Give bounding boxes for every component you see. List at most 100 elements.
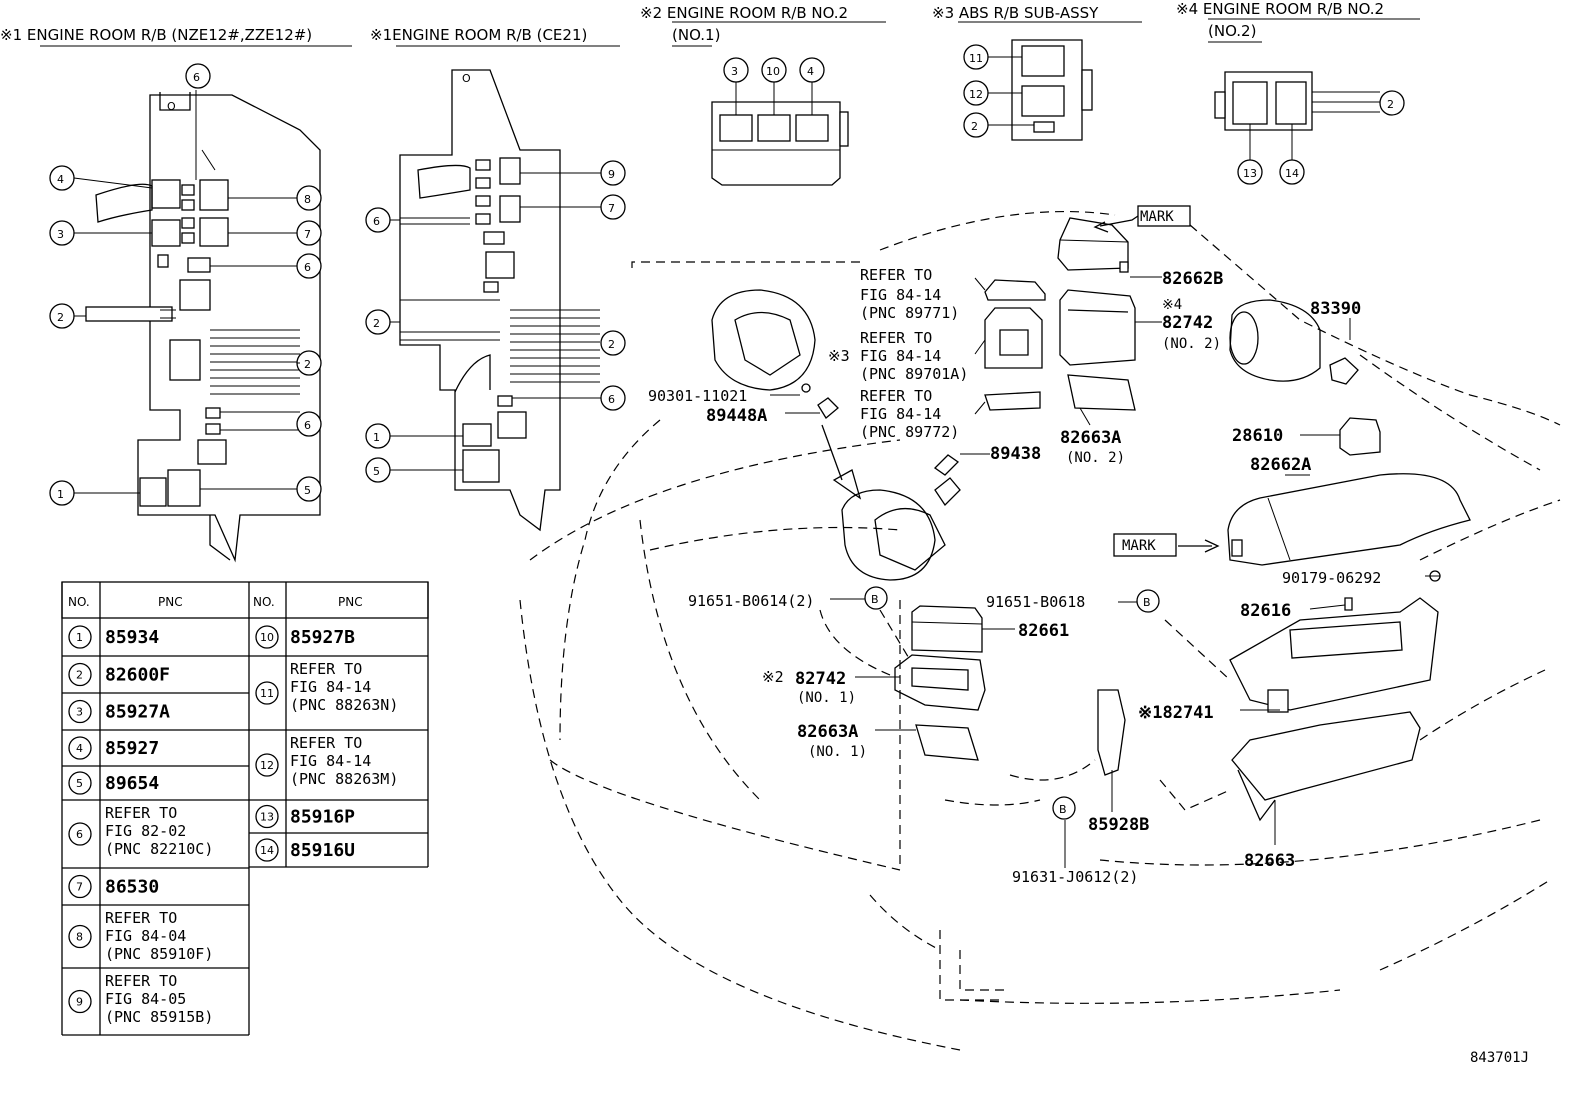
relay-block-ce21: O xyxy=(399,69,600,532)
table-left-pnc-5-1: FIG 82-02 xyxy=(105,822,186,840)
svg-text:2: 2 xyxy=(608,338,615,351)
header-no1: (NO.1) xyxy=(672,26,720,44)
svg-text:3: 3 xyxy=(731,65,738,78)
header-engine-room-rb-nze: ※1 ENGINE ROOM R/B (NZE12#,ZZE12#) xyxy=(0,26,312,44)
svg-text:6: 6 xyxy=(304,261,311,274)
svg-text:O: O xyxy=(462,72,471,85)
table-right-pnc-2-2: (PNC 88263M) xyxy=(290,770,398,788)
header-abs-rb: ※3 ABS R/B SUB-ASSY xyxy=(932,4,1099,22)
table-left-no-2 xyxy=(68,699,92,724)
table-left-no-label-2: 3 xyxy=(76,706,83,719)
label-91631-j0612: 91631-J0612(2) xyxy=(1012,868,1138,886)
relay-block-no2-no2: 2 13 14 xyxy=(1214,71,1405,185)
svg-text:2: 2 xyxy=(373,317,380,330)
label-85928B: 85928B xyxy=(1088,815,1149,835)
svg-text:B: B xyxy=(871,593,879,606)
table-left-pnc-7-2: (PNC 85910F) xyxy=(105,945,213,963)
svg-text:2: 2 xyxy=(1387,98,1394,111)
svg-text:8: 8 xyxy=(304,193,311,206)
svg-text:3: 3 xyxy=(57,228,64,241)
table-right-pnc-2-0: REFER TO xyxy=(290,734,362,752)
svg-text:FIG 84-14: FIG 84-14 xyxy=(860,405,941,423)
svg-text:REFER TO: REFER TO xyxy=(860,387,932,405)
svg-text:B: B xyxy=(1143,596,1151,609)
svg-text:NO.: NO. xyxy=(253,595,275,609)
svg-text:6: 6 xyxy=(373,215,380,228)
svg-text:7: 7 xyxy=(304,228,311,241)
label-91651-b0614: 91651-B0614(2) xyxy=(688,592,814,610)
svg-text:13: 13 xyxy=(1243,167,1257,180)
svg-text:10: 10 xyxy=(766,65,780,78)
label-82663A-no1: 82663A xyxy=(797,722,858,742)
label-82742-no1: 82742 xyxy=(795,669,846,689)
part-labels: MARK 82662B ※4 82742 (NO. 2) 83390 REFER… xyxy=(648,205,1529,1066)
svg-text:(NO. 1): (NO. 1) xyxy=(797,690,856,706)
relay-block-nze: O xyxy=(85,90,321,563)
table-left-pnc-8-1: FIG 84-05 xyxy=(105,990,186,1008)
table-left-no-6 xyxy=(68,874,92,899)
svg-text:FIG 84-14: FIG 84-14 xyxy=(860,286,941,304)
svg-text:1: 1 xyxy=(57,488,64,501)
header-no2: (NO.2) xyxy=(1208,22,1256,40)
svg-text:※3: ※3 xyxy=(828,347,850,365)
relay-block-no2-no1: 3 10 4 xyxy=(711,57,849,186)
label-82616: 82616 xyxy=(1240,601,1291,621)
table-left-pnc-8-0: REFER TO xyxy=(105,972,177,990)
svg-text:6: 6 xyxy=(608,393,615,406)
table-left-no-8 xyxy=(68,989,92,1014)
svg-text:FIG 84-14: FIG 84-14 xyxy=(860,347,941,365)
table-left-pnc-2-0: 85927A xyxy=(105,702,170,723)
relay-block-abs: 11 12 2 xyxy=(963,39,1093,141)
svg-text:(NO. 2): (NO. 2) xyxy=(1162,336,1221,352)
svg-text:PNC: PNC xyxy=(338,595,363,609)
label-89438: 89438 xyxy=(990,444,1041,464)
table-left-pnc-7-0: REFER TO xyxy=(105,909,177,927)
leader-lines xyxy=(770,276,1440,868)
header-engine-room-rb-no2-no1: ※2 ENGINE ROOM R/B NO.2 xyxy=(640,4,848,22)
svg-text:※2: ※2 xyxy=(762,668,784,686)
table-left-no-label-4: 5 xyxy=(76,777,83,790)
table-left-pnc-6-0: 86530 xyxy=(105,877,159,898)
table-left-no-label-0: 1 xyxy=(76,631,83,644)
svg-text:5: 5 xyxy=(304,484,311,497)
table-left-no-3 xyxy=(68,736,92,760)
table-left-pnc-1-0: 82600F xyxy=(105,665,170,686)
label-89448A: 89448A xyxy=(706,406,767,426)
header-engine-room-rb-ce21: ※1ENGINE ROOM R/B (CE21) xyxy=(370,26,587,44)
table-left-no-label-1: 2 xyxy=(76,669,83,682)
label-82741: ※182741 xyxy=(1138,703,1214,723)
table-right-pnc-1-2: (PNC 88263N) xyxy=(290,696,398,714)
svg-text:(NO. 1): (NO. 1) xyxy=(808,744,867,760)
svg-text:5: 5 xyxy=(373,465,380,478)
svg-text:NO.: NO. xyxy=(68,595,90,609)
svg-text:(PNC 89771): (PNC 89771) xyxy=(860,304,959,322)
table-right-no-label-0: 10 xyxy=(260,631,274,644)
svg-text:9: 9 xyxy=(608,168,615,181)
callouts-rb-ce21: 6 2 1 5 9 7 2 6 xyxy=(365,160,626,483)
table-right-pnc-1-1: FIG 84-14 xyxy=(290,678,371,696)
svg-text:REFER TO: REFER TO xyxy=(860,266,932,284)
part-drawings xyxy=(711,215,1471,822)
svg-text:2: 2 xyxy=(57,311,64,324)
svg-text:(PNC 89772): (PNC 89772) xyxy=(860,423,959,441)
svg-text:B: B xyxy=(1059,803,1067,816)
table-left-no-0 xyxy=(68,625,92,649)
svg-text:(NO. 2): (NO. 2) xyxy=(1066,450,1125,466)
table-right-no-label-2: 12 xyxy=(260,759,274,772)
svg-text:O: O xyxy=(167,100,176,113)
table-right-no-4 xyxy=(255,838,279,862)
svg-text:PNC: PNC xyxy=(158,595,183,609)
vehicle-outline xyxy=(519,210,1561,1051)
table-left-no-label-7: 8 xyxy=(76,931,83,944)
label-82663A-no2: 82663A xyxy=(1060,428,1121,448)
label-82662A: 82662A xyxy=(1250,455,1311,475)
svg-text:2: 2 xyxy=(304,358,311,371)
svg-text:6: 6 xyxy=(304,419,311,432)
table-right-pnc-4-0: 85916U xyxy=(290,840,355,861)
table-left-no-label-6: 7 xyxy=(76,881,83,894)
svg-text:14: 14 xyxy=(1285,167,1299,180)
label-82663: 82663 xyxy=(1244,851,1295,871)
svg-text:2: 2 xyxy=(971,120,978,133)
mark-label-lower: MARK xyxy=(1122,538,1156,554)
callouts-rb-nze: 6 4 3 2 1 8 7 6 2 6 5 xyxy=(49,63,322,506)
